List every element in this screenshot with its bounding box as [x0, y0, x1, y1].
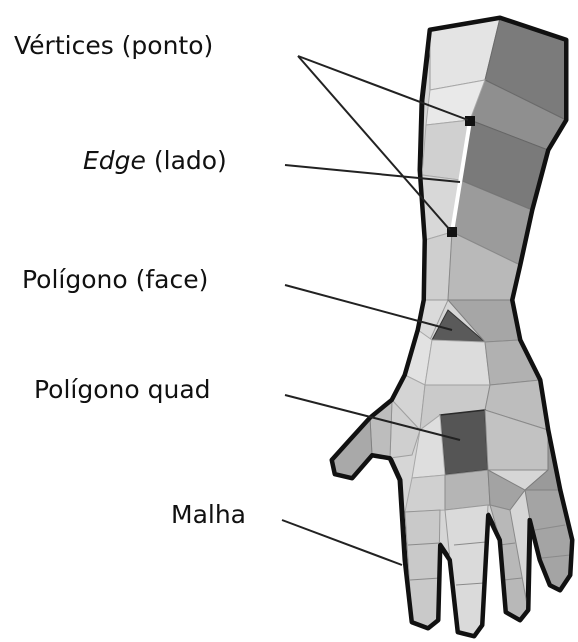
label-vertices: Vértices (ponto): [14, 31, 213, 61]
label-polygon-quad: Polígono quad: [34, 375, 211, 405]
label-edge-rest: (lado): [146, 146, 227, 175]
face: [445, 470, 490, 510]
label-edge: Edge (lado): [83, 146, 227, 176]
face: [424, 232, 452, 300]
polygon-quad-highlight: [440, 410, 488, 475]
label-polygon-face: Polígono (face): [22, 265, 208, 295]
label-mesh: Malha: [171, 500, 246, 530]
vertex-marker-top: [465, 116, 475, 126]
face: [405, 475, 445, 512]
face: [425, 340, 490, 385]
leader-mesh: [282, 520, 402, 565]
arm-mesh: [332, 18, 572, 636]
label-edge-term: Edge: [83, 146, 146, 175]
thumb-face: [332, 418, 372, 478]
